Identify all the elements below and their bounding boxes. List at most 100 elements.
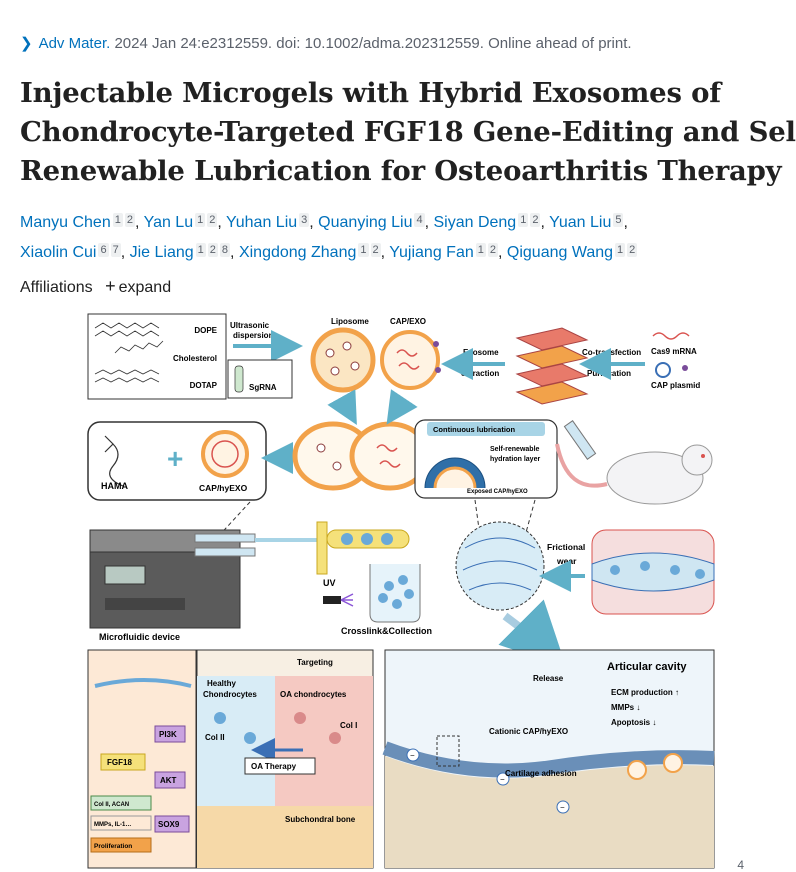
label-microfluidic: Microfluidic device xyxy=(99,632,180,642)
articular-cavity-panel: − − − Articular cavity Release ECM produ… xyxy=(382,649,715,869)
title-line: Chondrocyte-Targeted FGF18 Gene-Editing … xyxy=(20,116,796,148)
label-oa-therapy: OA Therapy xyxy=(251,762,297,771)
label-cap-hyexo: CAP/hyEXO xyxy=(199,483,248,493)
label-oa-chondrocytes: OA chondrocytes xyxy=(280,690,347,699)
label-frictional: Frictional xyxy=(547,542,585,552)
page-corner-mark: 4 xyxy=(737,858,744,872)
chevron-right-icon[interactable]: ❯ xyxy=(20,35,33,52)
label-cas9: Cas9 mRNA xyxy=(651,347,697,356)
chip-channel xyxy=(316,521,328,575)
beaker-icon xyxy=(369,564,421,623)
label-pi3k: PI3K xyxy=(159,730,177,739)
fusion-icon xyxy=(292,421,431,491)
cap-exo-icon xyxy=(380,330,441,390)
label-cap-exo: CAP/EXO xyxy=(390,317,426,326)
author-link[interactable]: Yuan Liu xyxy=(549,214,612,231)
affiliation-ref[interactable]: 1 xyxy=(195,243,206,257)
label-sox9: SOX9 xyxy=(158,820,180,829)
label-apoptosis: Apoptosis ↓ xyxy=(611,718,656,727)
label-liposome: Liposome xyxy=(331,317,369,326)
label-akt: AKT xyxy=(160,776,177,785)
label-exosome: Exosome xyxy=(463,348,499,357)
label-targeting: Targeting xyxy=(297,658,333,667)
author-link[interactable]: Jie Liang xyxy=(129,244,194,261)
mouse-injection-icon xyxy=(555,420,713,505)
author-link[interactable]: Yuhan Liu xyxy=(225,214,298,231)
author-link[interactable]: Quanying Liu xyxy=(318,214,413,231)
affiliation-ref[interactable]: 3 xyxy=(299,213,310,227)
affiliations-label: Affiliations xyxy=(20,279,93,296)
expand-affiliations-button[interactable]: +expand xyxy=(105,276,172,296)
label-fgf18: FGF18 xyxy=(107,758,132,767)
plus-icon: + xyxy=(105,276,116,296)
title-line: Injectable Microgels with Hybrid Exosome… xyxy=(20,77,721,109)
label-release: Release xyxy=(533,674,564,683)
label-cotransfection: Co-transfection xyxy=(582,348,641,357)
signaling-panel: PI3K FGF18 AKT Col II, ACAN MMPs, IL-1… … xyxy=(87,649,197,869)
label-hydration: hydration layer xyxy=(490,456,540,463)
affiliation-ref[interactable]: 1 xyxy=(195,213,206,227)
label-crosslink: Crosslink&Collection xyxy=(341,626,432,636)
affiliation-ref[interactable]: 7 xyxy=(110,243,121,257)
expand-label: expand xyxy=(118,279,172,296)
affiliation-ref[interactable]: 2 xyxy=(124,213,135,227)
label-extraction: extraction xyxy=(461,369,499,378)
arrow xyxy=(386,389,418,425)
uv-lamp-icon xyxy=(323,596,341,604)
label-subchondral: Subchondral bone xyxy=(285,815,356,824)
affiliation-ref[interactable]: 1 xyxy=(518,213,529,227)
affiliation-ref[interactable]: 4 xyxy=(414,213,425,227)
author-link[interactable]: Yan Lu xyxy=(143,214,194,231)
affiliation-ref[interactable]: 1 xyxy=(615,243,626,257)
affiliation-ref[interactable]: 1 xyxy=(358,243,369,257)
connector xyxy=(524,499,536,537)
peptide-icon xyxy=(682,365,688,371)
lipid-dotap: DOTAP xyxy=(190,381,218,390)
continuous-lubrication-box: Continuous lubrication H₂O Self-renewabl… xyxy=(414,419,558,499)
label-cap-plasmid: CAP plasmid xyxy=(651,381,700,390)
journal-link[interactable]: Adv Mater. xyxy=(38,35,111,52)
affiliation-ref[interactable]: 2 xyxy=(207,213,218,227)
affiliation-ref[interactable]: 2 xyxy=(487,243,498,257)
microgel-sphere-icon xyxy=(455,521,545,611)
author-link[interactable]: Qiguang Wang xyxy=(506,244,614,261)
graphical-abstract-figure: DOPE Cholesterol DOTAP Ultrasonic disper… xyxy=(87,313,715,869)
h2o-label: H₂O xyxy=(440,447,450,453)
tube-icon xyxy=(234,365,244,393)
affiliation-ref[interactable]: 1 xyxy=(475,243,486,257)
affiliations-row: Affiliations +expand xyxy=(20,276,171,297)
minus-charge: − xyxy=(560,803,565,812)
label-proliferation: Proliferation xyxy=(94,843,132,850)
affiliation-ref[interactable]: 2 xyxy=(207,243,218,257)
affiliation-ref[interactable]: 2 xyxy=(370,243,381,257)
citation: ❯Adv Mater. 2024 Jan 24:e2312559. doi: 1… xyxy=(20,34,632,52)
label-mmps-il: MMPs, IL-1… xyxy=(94,822,131,828)
label-ecm: ECM production ↑ xyxy=(611,688,679,697)
author-link[interactable]: Yujiang Fan xyxy=(389,244,474,261)
liposome-icon xyxy=(310,327,376,393)
author-link[interactable]: Xingdong Zhang xyxy=(238,244,357,261)
affiliation-ref[interactable]: 2 xyxy=(530,213,541,227)
affiliation-ref[interactable]: 8 xyxy=(219,243,231,257)
author-link[interactable]: Siyan Deng xyxy=(433,214,517,231)
label-uv: UV xyxy=(323,578,336,588)
joint-icon xyxy=(591,529,715,615)
label-col-ii: Col II xyxy=(205,733,225,742)
label-self-renewable: Self-renewable xyxy=(490,446,540,453)
plus-icon: + xyxy=(167,443,183,474)
lipid-dope: DOPE xyxy=(194,326,217,335)
affiliation-ref[interactable]: 5 xyxy=(613,213,624,227)
affiliation-ref[interactable]: 2 xyxy=(627,243,638,257)
affiliation-ref[interactable]: 6 xyxy=(98,243,109,257)
minus-charge: − xyxy=(500,775,505,784)
affiliation-ref[interactable]: 1 xyxy=(112,213,123,227)
title-line: Renewable Lubrication for Osteoarthritis… xyxy=(20,155,782,187)
label-hama: HAMA xyxy=(101,481,128,491)
uv-rays xyxy=(340,593,354,607)
author-link[interactable]: Manyu Chen xyxy=(20,214,111,231)
label-ultrasonic: Ultrasonic xyxy=(230,321,270,330)
author-link[interactable]: Xiaolin Cui xyxy=(20,244,97,261)
label-colii-acan: Col II, ACAN xyxy=(94,802,129,808)
